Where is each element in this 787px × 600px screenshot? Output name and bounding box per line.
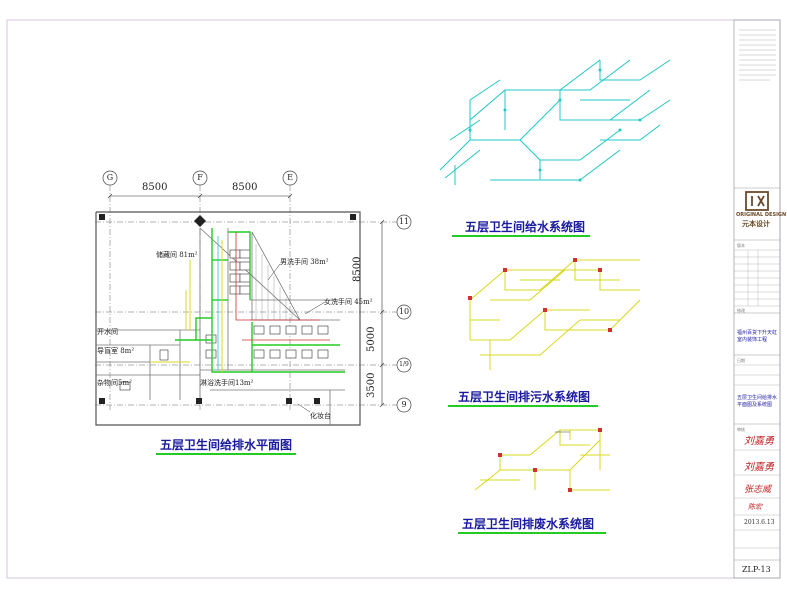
room-label-storage: 储藏间 81m² <box>156 251 198 259</box>
room-label-womens: 女洗手间 45m² <box>324 298 373 306</box>
dimension-top-1: 8500 <box>142 182 168 193</box>
room-label-sundry: 杂物间5m² <box>97 379 132 387</box>
drawing-number: ZLP-13 <box>742 565 771 574</box>
signature-1: 刘嘉勇 <box>744 436 774 447</box>
axis-label-1-9: 1/9 <box>399 361 409 368</box>
caption-waste-underline <box>458 532 606 534</box>
signature-4: 陈宏 <box>748 503 762 511</box>
caption-plan: 五层卫生间给排水平面图 <box>160 438 293 452</box>
dimension-top-2: 8500 <box>232 182 258 193</box>
caption-sewage-underline <box>448 405 598 407</box>
caption-supply-underline <box>452 235 590 237</box>
axis-label-11: 11 <box>398 217 410 226</box>
sewage-system-diagram <box>469 259 641 370</box>
tb-row-review: 审核 <box>737 427 745 432</box>
axis-label-9: 9 <box>401 400 407 409</box>
axis-label-F: F <box>197 173 203 182</box>
company-logo-icon <box>745 191 769 211</box>
caption-sewage: 五层卫生间排污水系统图 <box>458 390 591 404</box>
project-name: 福州百货下升天虹室内装饰工程 <box>737 330 778 343</box>
dimension-right-1: 8500 <box>352 256 363 282</box>
axis-label-10: 10 <box>398 307 410 316</box>
room-label-guide: 导盲室 8m² <box>97 347 135 355</box>
caption-waste: 五层卫生间排废水系统图 <box>462 517 595 531</box>
dimension-right-2: 5000 <box>366 326 377 352</box>
axis-label-G: G <box>106 173 114 182</box>
tb-row-date: 日期 <box>737 358 745 363</box>
room-label-vanity: 淋浴洗手间13m² <box>200 379 254 387</box>
sheet-date: 2013.6.13 <box>744 519 775 526</box>
logo-text-en: ORIGINAL DESIGN <box>736 212 787 218</box>
tb-row-revision: 修改 <box>737 308 745 313</box>
signature-3: 张志威 <box>744 485 772 495</box>
waste-system-diagram <box>474 429 610 491</box>
title-block <box>733 19 781 579</box>
dimension-right-3: 3500 <box>366 372 377 398</box>
axis-label-E: E <box>287 173 293 182</box>
floor-plan <box>95 170 412 426</box>
sheet-name: 五层卫生间给排水平面图及系统图 <box>737 395 778 408</box>
tb-row-version: 版本 <box>737 243 745 248</box>
caption-plan-underline <box>156 453 296 455</box>
room-label-boiler: 开水间 <box>97 328 118 336</box>
supply-system-diagram <box>439 59 671 185</box>
caption-supply: 五层卫生间给水系统图 <box>465 220 586 234</box>
room-label-makeup: 化妆台 <box>310 412 331 420</box>
room-label-mens: 男洗手间 38m² <box>280 258 329 266</box>
logo-text-cn: 元本设计 <box>742 220 770 228</box>
signature-2: 刘嘉勇 <box>744 462 774 473</box>
